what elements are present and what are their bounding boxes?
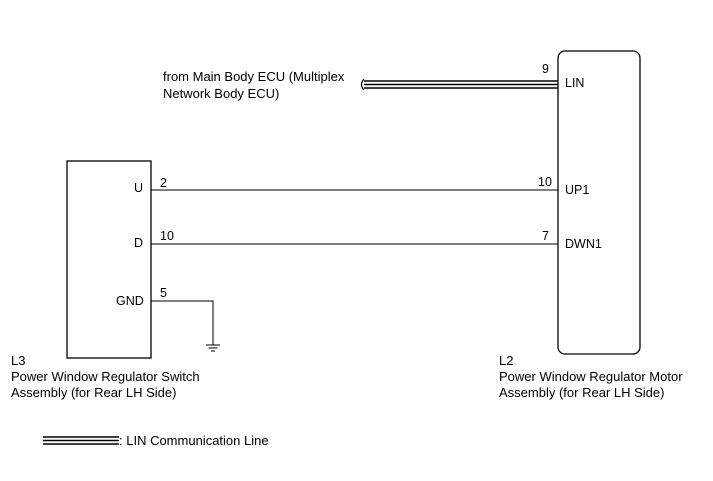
switch-assembly-name-line2: Assembly (for Rear LH Side) xyxy=(11,385,177,400)
terminal-label-dwn1: DWN1 xyxy=(565,237,602,251)
switch-assembly-box xyxy=(66,160,152,359)
terminal-label-lin: LIN xyxy=(565,76,585,90)
terminal-label-d: D xyxy=(134,236,144,250)
motor-assembly-id: L2 xyxy=(499,353,514,368)
pin-number-dwn1: 7 xyxy=(542,229,549,243)
switch-assembly-id: L3 xyxy=(11,353,26,368)
terminal-label-up1: UP1 xyxy=(565,183,590,197)
pin-number-up1: 10 xyxy=(538,175,552,189)
ground-icon xyxy=(151,300,220,352)
source-note-line2: Network Body ECU) xyxy=(163,86,280,101)
pin-number-gnd: 5 xyxy=(160,286,167,300)
pin-number-u: 2 xyxy=(160,176,167,190)
motor-assembly-name-line1: Power Window Regulator Motor xyxy=(499,369,683,384)
terminal-label-gnd: GND xyxy=(116,294,144,308)
motor-assembly-box xyxy=(557,50,641,355)
switch-assembly-name-line1: Power Window Regulator Switch xyxy=(11,369,200,384)
legend-label: : LIN Communication Line xyxy=(119,433,269,448)
motor-assembly-name-line2: Assembly (for Rear LH Side) xyxy=(499,385,665,400)
pin-number-lin: 9 xyxy=(542,62,549,76)
lin-communication-line xyxy=(360,78,558,91)
pin-number-d: 10 xyxy=(160,229,174,243)
legend-lin-line-icon xyxy=(43,436,119,445)
terminal-label-u: U xyxy=(134,181,144,195)
source-note-line1: from Main Body ECU (Multiplex xyxy=(163,69,345,84)
